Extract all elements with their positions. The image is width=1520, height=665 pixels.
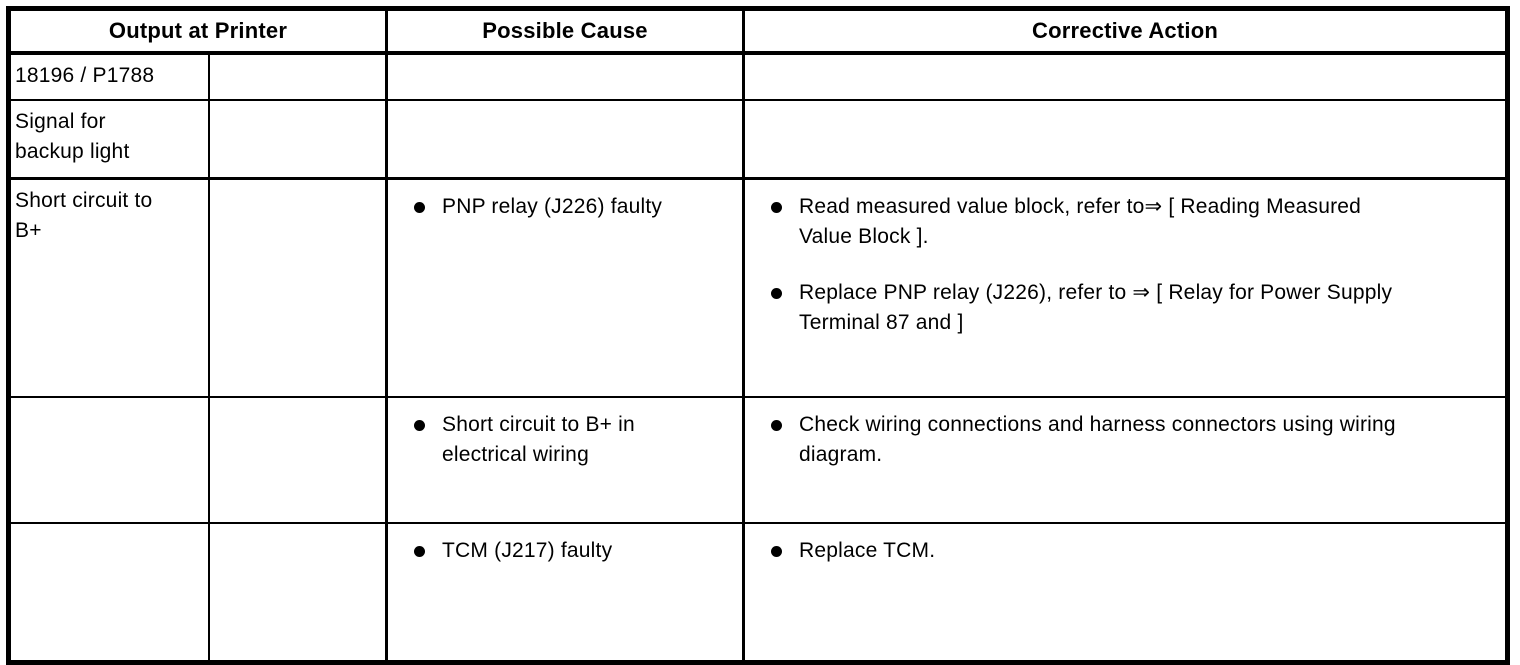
- action-cell: Replace TCM.: [742, 522, 1509, 664]
- action-cell: [742, 99, 1509, 180]
- cause-text: PNP relay (J226) faulty: [442, 195, 663, 218]
- output-cell: [7, 522, 210, 664]
- action-cell: Check wiring connections and harness con…: [742, 396, 1509, 524]
- bullet-icon: [771, 202, 782, 213]
- cause-cell: Short circuit to B+ in electrical wiring: [385, 396, 745, 524]
- list-item: PNP relay (J226) faulty: [389, 192, 741, 222]
- action-text: Replace TCM.: [799, 539, 936, 562]
- output-cell: Signal for backup light: [7, 99, 210, 180]
- list-item: Replace PNP relay (J226), refer to ⇒ [ R…: [746, 278, 1506, 338]
- bullet-icon: [771, 420, 782, 431]
- list-item: Replace TCM.: [746, 536, 1506, 566]
- cause-cell: [385, 99, 745, 180]
- diagnostic-table: Output at Printer Possible Cause Correct…: [6, 6, 1510, 665]
- list-item: Read measured value block, refer to⇒ [ R…: [746, 192, 1506, 252]
- column-header-possible-cause: Possible Cause: [385, 7, 745, 55]
- list-item: TCM (J217) faulty: [389, 536, 741, 566]
- table-row: Signal for backup light: [7, 99, 1509, 180]
- bullet-icon: [414, 546, 425, 557]
- output-sub-cell: [207, 396, 388, 524]
- list-item: Check wiring connections and harness con…: [746, 410, 1506, 470]
- list-item: Short circuit to B+ in electrical wiring: [389, 410, 741, 470]
- output-sub-cell: [207, 99, 388, 180]
- output-sub-cell: [207, 52, 388, 101]
- bullet-icon: [771, 546, 782, 557]
- table-row: Short circuit to B+ in electrical wiring…: [7, 396, 1509, 524]
- output-sub-cell: [207, 177, 388, 398]
- cause-cell: PNP relay (J226) faulty: [385, 177, 745, 398]
- table-row: Short circuit to B+ PNP relay (J226) fau…: [7, 177, 1509, 398]
- cause-text: TCM (J217) faulty: [442, 539, 613, 562]
- cause-text: Short circuit to B+ in electrical wiring: [442, 413, 635, 466]
- output-sub-cell: [207, 522, 388, 664]
- header-row: Output at Printer Possible Cause Correct…: [7, 7, 1509, 55]
- table-row: TCM (J217) faulty Replace TCM.: [7, 522, 1509, 664]
- action-cell: Read measured value block, refer to⇒ [ R…: [742, 177, 1509, 398]
- action-text: Read measured value block, refer to⇒ [ R…: [799, 195, 1362, 248]
- cause-cell: TCM (J217) faulty: [385, 522, 745, 664]
- table-row: 18196 / P1788: [7, 52, 1509, 101]
- bullet-icon: [771, 288, 782, 299]
- column-header-output-at-printer: Output at Printer: [7, 7, 388, 55]
- bullet-icon: [414, 202, 425, 213]
- cause-cell: [385, 52, 745, 101]
- bullet-icon: [414, 420, 425, 431]
- output-cell: Short circuit to B+: [7, 177, 210, 398]
- output-cell: [7, 396, 210, 524]
- action-text: Replace PNP relay (J226), refer to ⇒ [ R…: [799, 281, 1393, 334]
- action-text: Check wiring connections and harness con…: [799, 413, 1396, 466]
- column-header-corrective-action: Corrective Action: [742, 7, 1509, 55]
- action-cell: [742, 52, 1509, 101]
- output-cell: 18196 / P1788: [7, 52, 210, 101]
